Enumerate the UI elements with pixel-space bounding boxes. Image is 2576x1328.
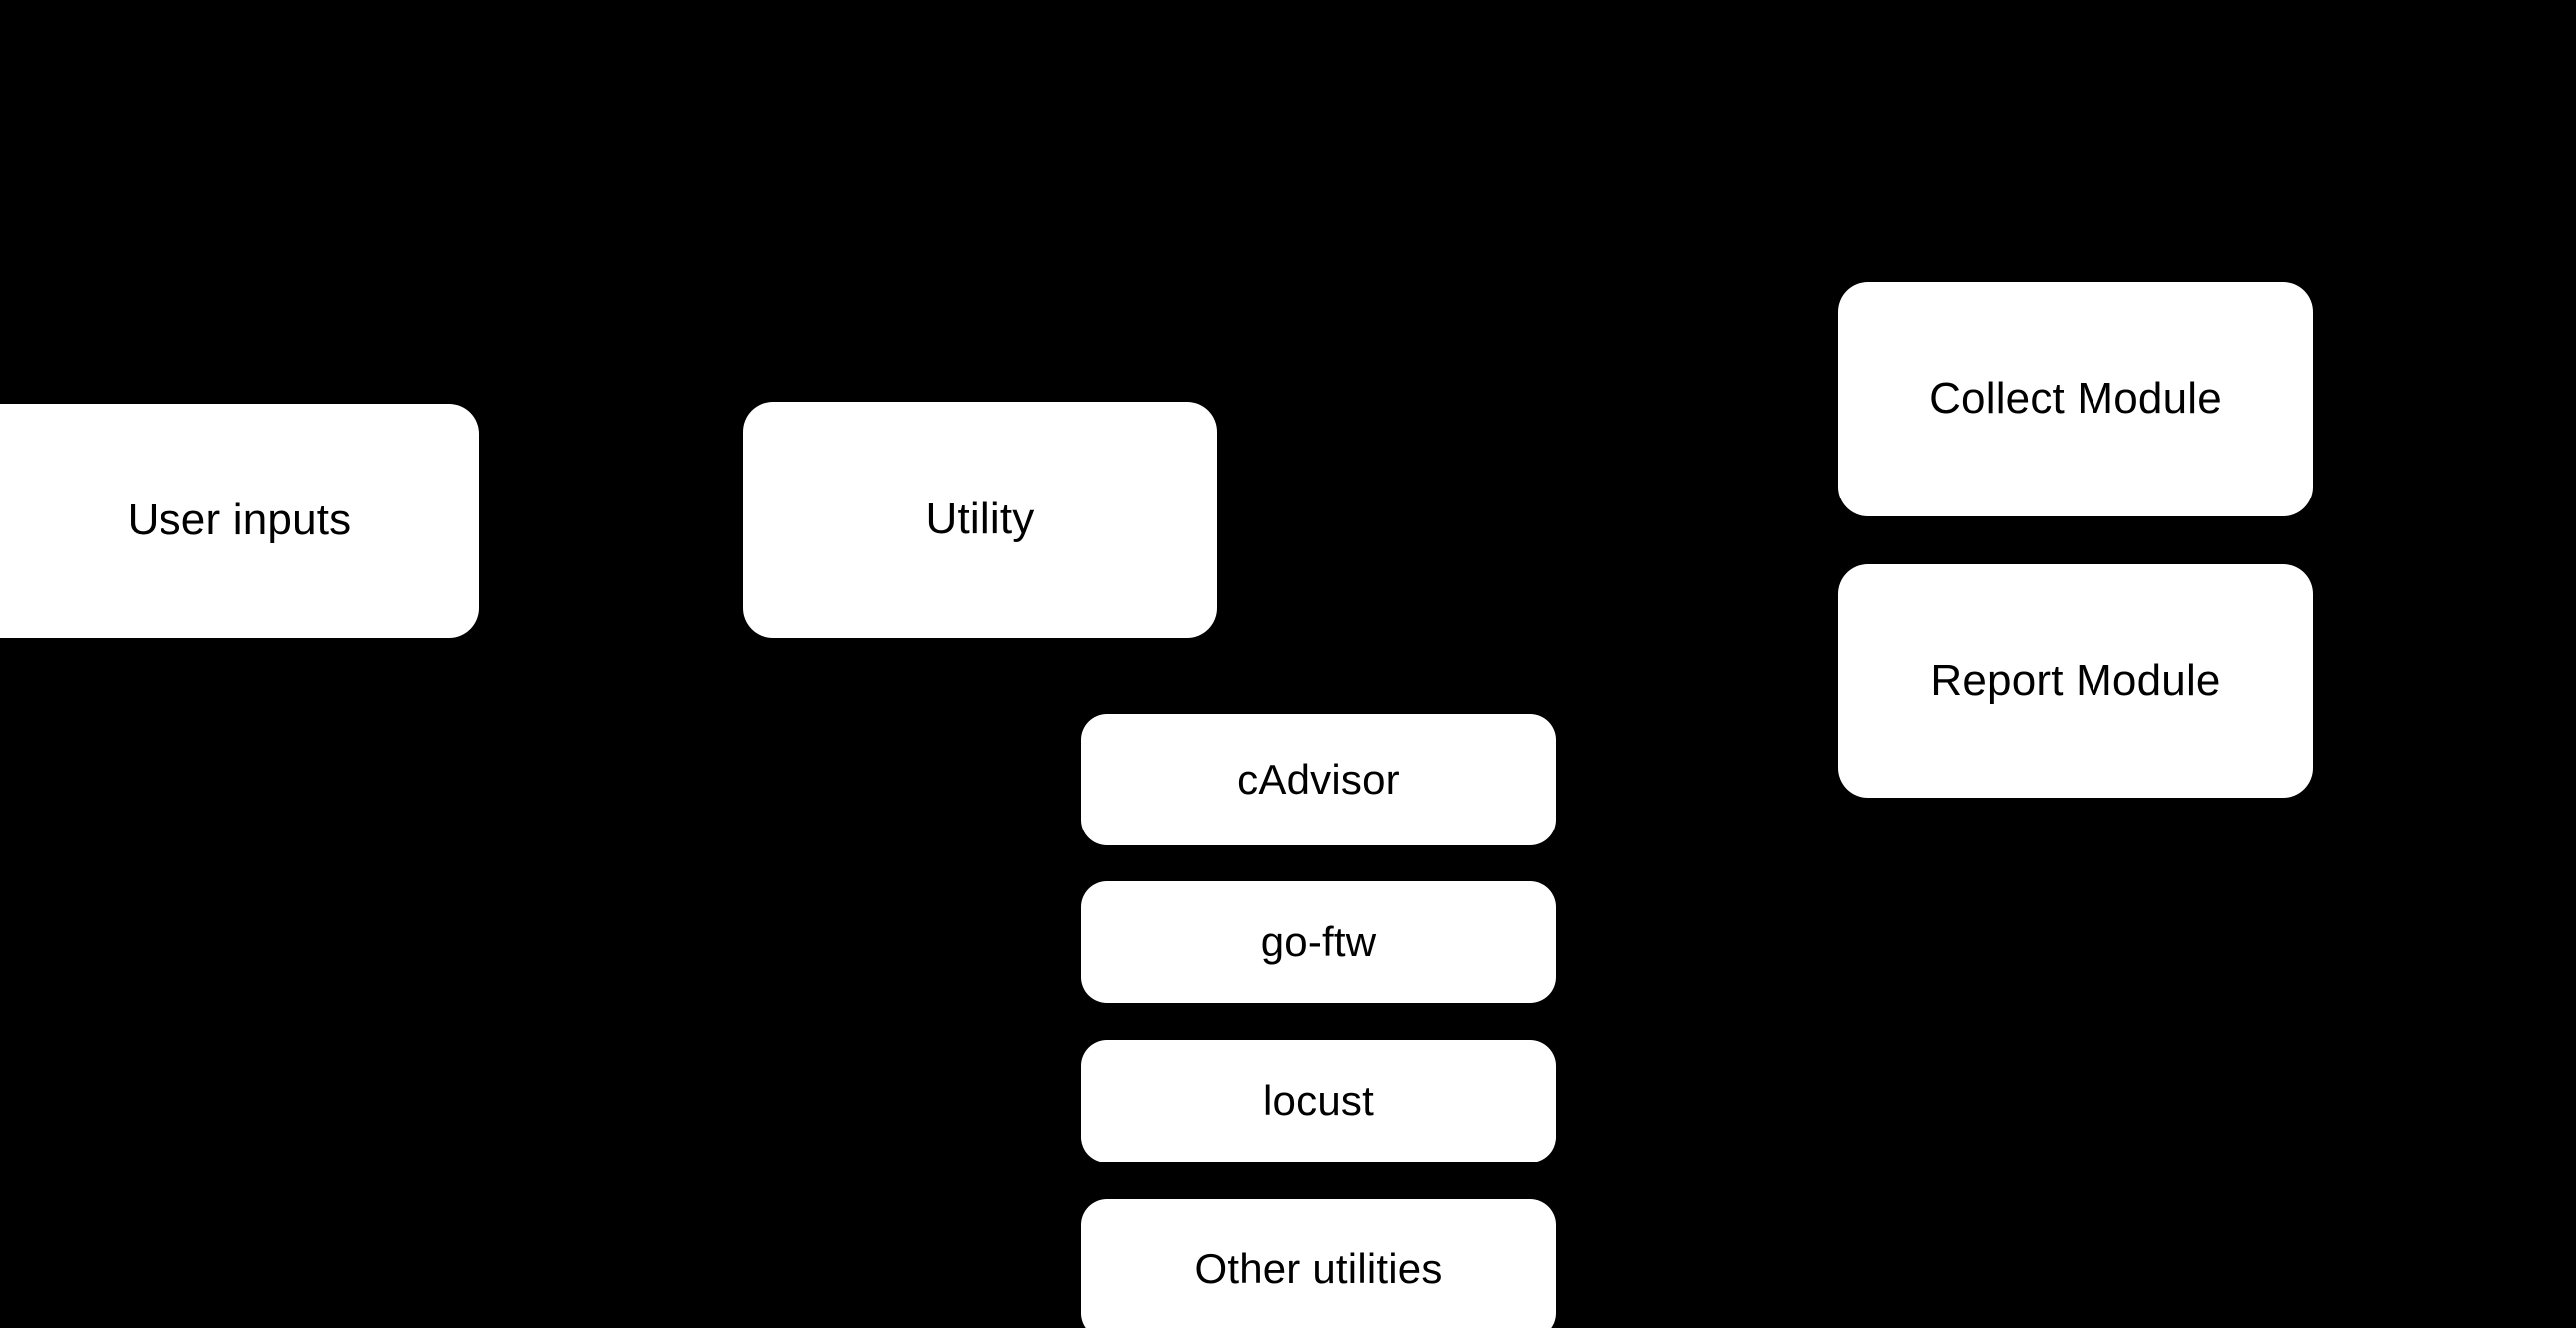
node-report-module-label: Report Module [1930,655,2221,705]
node-cadvisor-label: cAdvisor [1237,755,1400,803]
node-collect-module-label: Collect Module [1929,374,2222,424]
node-locust-label: locust [1263,1077,1374,1125]
node-cadvisor[interactable]: cAdvisor [1081,714,1556,845]
node-other-utilities-label: Other utilities [1194,1244,1443,1292]
node-other-utilities[interactable]: Other utilities [1081,1199,1556,1328]
node-user-inputs[interactable]: User inputs [0,404,479,638]
node-go-ftw[interactable]: go-ftw [1081,881,1556,1003]
node-utility[interactable]: Utility [743,402,1217,638]
node-utility-label: Utility [925,495,1035,544]
node-report-module[interactable]: Report Module [1838,564,2313,798]
node-locust[interactable]: locust [1081,1040,1556,1162]
node-collect-module[interactable]: Collect Module [1838,282,2313,516]
node-user-inputs-label: User inputs [127,496,352,545]
node-go-ftw-label: go-ftw [1260,917,1377,965]
